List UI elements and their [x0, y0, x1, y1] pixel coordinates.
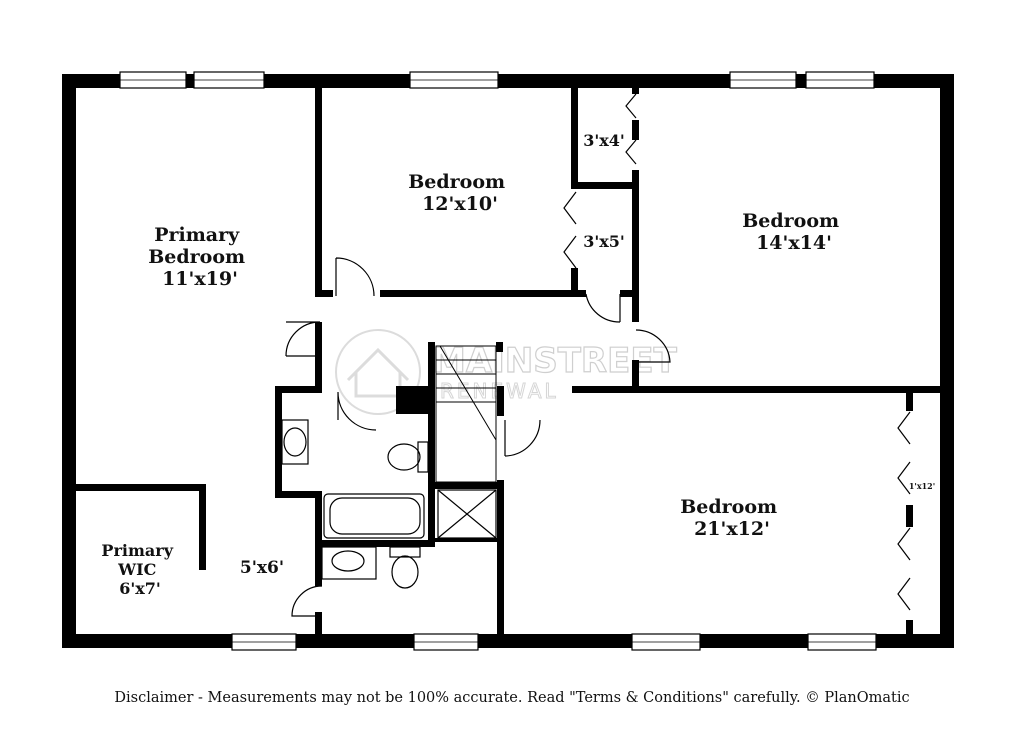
- door-swing: [635, 329, 671, 363]
- shower-icon: [437, 489, 497, 539]
- disclaimer-text: Disclaimer - Measurements may not be 100…: [114, 690, 910, 706]
- bifold-door: [625, 139, 637, 165]
- toilet-icon: [387, 443, 421, 471]
- room-label-bedroom-1: Bedroom 12'x10': [408, 171, 512, 215]
- room-label-primary-bedroom: Primary Bedroom 11'x19': [148, 224, 252, 290]
- watermark-line1: MAINSTREET: [432, 341, 678, 381]
- door-swing: [291, 585, 323, 617]
- bathtub-icon: [323, 493, 425, 539]
- bifold-door: [897, 411, 911, 445]
- room-label-closet-2: 3'x5': [583, 232, 625, 251]
- toilet-tank: [389, 546, 421, 558]
- fixtures: [281, 419, 497, 589]
- door-swing: [337, 391, 377, 431]
- bifold-door: [897, 461, 911, 495]
- bifold-door: [897, 527, 911, 561]
- room-label-bedroom-2: Bedroom 14'x14': [742, 210, 846, 254]
- room-label-closet-3: 1'x12': [909, 481, 935, 491]
- interior-walls: [76, 88, 940, 634]
- bifold-door: [897, 577, 911, 611]
- vanity: [281, 419, 309, 465]
- bifold-door: [563, 191, 577, 225]
- room-label-bedroom-3: Bedroom 21'x12': [680, 496, 784, 540]
- floor-plan: MAINSTREET RENEWAL: [62, 71, 954, 651]
- stairs: [435, 345, 497, 483]
- room-labels: Primary Bedroom 11'x19' Bedroom 12'x10' …: [101, 131, 935, 598]
- toilet-tank: [417, 441, 429, 473]
- door-swing: [335, 257, 375, 297]
- doors: [285, 93, 911, 617]
- sink-icon: [331, 550, 365, 572]
- sink-icon: [283, 427, 307, 457]
- toilet-icon: [391, 555, 419, 589]
- watermark: MAINSTREET RENEWAL: [335, 329, 678, 415]
- bifold-door: [563, 235, 577, 269]
- room-label-closet-1: 3'x4': [583, 131, 625, 150]
- bifold-door: [625, 93, 637, 119]
- room-label-bath: 5'x6': [240, 558, 284, 578]
- watermark-house-icon: [346, 347, 410, 398]
- watermark-logo-icon: [335, 329, 421, 415]
- vanity: [321, 546, 377, 580]
- room-label-primary-wic: Primary WIC 6'x7': [101, 541, 178, 598]
- door-swing: [285, 321, 321, 357]
- door-swing: [585, 293, 621, 323]
- door-swing: [504, 419, 541, 457]
